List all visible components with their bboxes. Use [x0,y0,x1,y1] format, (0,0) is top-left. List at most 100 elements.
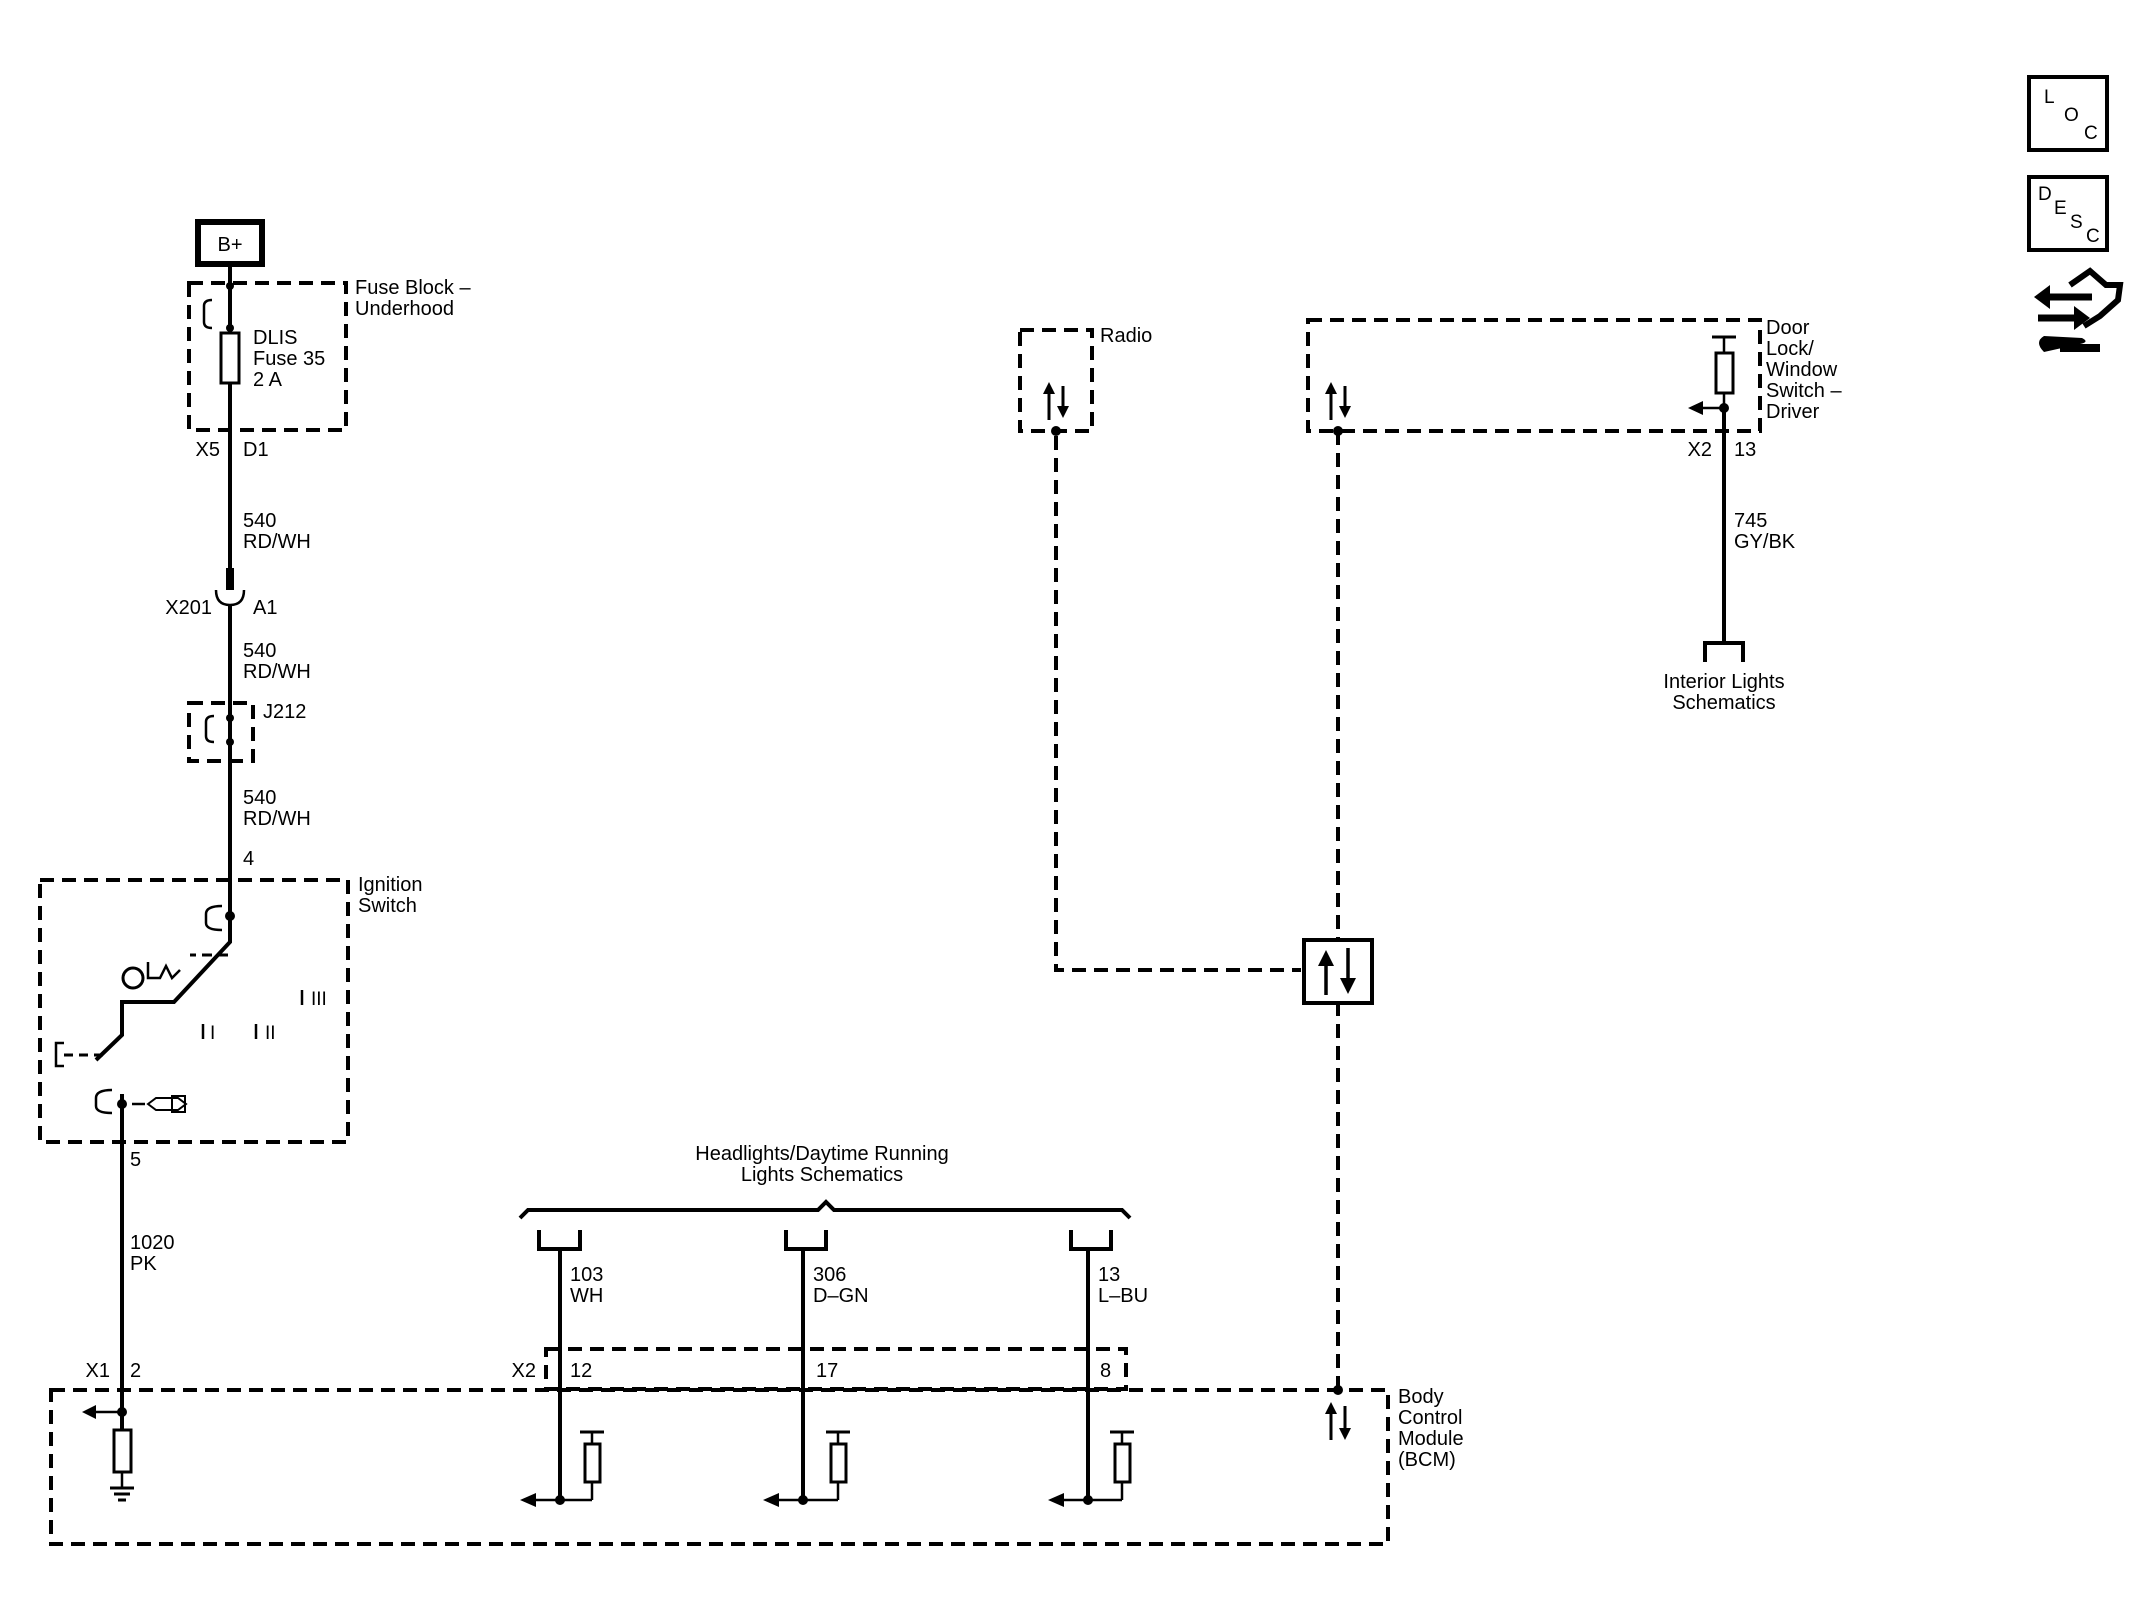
bcm-title-3: Module [1398,1428,1464,1450]
desc-letter-1: D [2038,184,2052,205]
desc-letter-4: C [2086,226,2100,247]
bcm-x1-connector: X1 [86,1360,110,1382]
door-switch-pin: 13 [1734,439,1756,461]
description-button[interactable]: D E S C [2027,175,2109,252]
power-source: B+ [195,219,265,267]
resistor-icon [1113,1442,1132,1484]
arrow-left-icon [520,1493,536,1507]
fuse-block: Fuse Block – Underhood DLIS Fuse 35 2 A … [187,264,471,461]
position-label-1: I [210,1023,215,1044]
ignition-switch: Ignition Switch I II III [38,874,423,1171]
door-lock-window-switch: Door Lock/ Window Switch – Driver X2 13 [1306,317,1842,461]
bcm-x2-pin-12: 12 [570,1360,592,1382]
wire-540-b: 540 RD/WH [228,606,311,880]
wire-306-circuit: 306 [813,1264,846,1286]
wire-13-color: L–BU [1098,1285,1148,1307]
resistor-icon [829,1442,848,1484]
location-button[interactable]: L O C [2027,75,2109,152]
fuse-block-title-2: Underhood [355,298,454,320]
bcm-title-1: Body [1398,1386,1444,1408]
door-switch-title-4: Switch – [1766,380,1842,402]
fuse-block-pin: D1 [243,439,269,461]
bcm-ignition-input [82,1405,134,1502]
radio-label: Radio [1100,325,1152,347]
connector-arrows-button[interactable] [2034,267,2124,352]
fuse-block-connector: X5 [196,439,220,461]
headlights-reference: Headlights/Daytime Running Lights Schema… [518,1143,1132,1251]
wire-103-circuit: 103 [570,1264,603,1286]
lock-cylinder-icon [121,962,181,990]
headlights-ref-title-1: Headlights/Daytime Running [695,1143,948,1165]
desc-letter-3: S [2070,212,2083,233]
x201-connector-label: X201 [165,597,212,619]
serial-data-gateway [1302,938,1374,1005]
connector-arrows-icon [2034,267,2124,352]
door-switch-title-2: Lock/ [1766,338,1814,360]
power-source-label: B+ [217,234,242,256]
wire-745-circuit: 745 [1734,510,1767,532]
bcm-x2-pin-8: 8 [1100,1360,1111,1382]
fuse-block-title-1: Fuse Block – [355,277,471,299]
headlight-wire-306: 306 D–GN [801,1249,869,1500]
loc-letter-1: L [2044,87,2055,108]
wire-540-c: 540 RD/WH 4 [243,787,311,870]
wire-540-b-circuit: 540 [243,640,276,662]
bcm-x1-pin: 2 [130,1360,141,1382]
loc-letter-3: C [2084,123,2098,144]
arrow-left-icon [82,1405,96,1419]
gateway-data-arrows-icon [1318,948,1356,995]
headlight-wire-13: 13 L–BU [1086,1249,1148,1500]
radio-data-arrows-icon [1043,382,1069,420]
splice-label: J212 [263,701,306,723]
position-label-2: II [265,1023,276,1044]
bcm-headlight-input-2 [763,1430,850,1507]
radio-module: Radio [1018,325,1152,436]
door-switch-title-3: Window [1766,359,1838,381]
resistor-icon [112,1428,133,1474]
wire-540-a: 540 RD/WH [226,430,311,590]
key-icon [132,1095,188,1113]
bcm-title-2: Control [1398,1407,1462,1429]
headlights-ref-title-2: Lights Schematics [741,1164,903,1186]
inline-connector-x201: X201 A1 [165,589,277,619]
ignition-title-1: Ignition [358,874,423,896]
ignition-title-2: Switch [358,895,417,917]
loc-letter-2: O [2064,105,2079,126]
bcm-x2-pin-17: 17 [816,1360,838,1382]
door-switch-title-5: Driver [1766,401,1820,423]
serial-data-bus [1054,426,1374,1395]
wire-306-color: D–GN [813,1285,869,1307]
bcm-headlight-input-1 [520,1430,604,1507]
x201-pin-label: A1 [253,597,277,619]
position-marks: I II III [201,989,327,1044]
headlight-wire-103: 103 WH [558,1249,603,1500]
wire-540-a-color: RD/WH [243,531,311,553]
fuse-icon [219,331,241,385]
ground-icon [110,1486,134,1502]
door-switch-title-1: Door [1766,317,1810,339]
arrow-left-icon [1048,1493,1064,1507]
fuse-name-1: DLIS [253,327,297,349]
wire-540-a-circuit: 540 [243,510,276,532]
wire-540-c-color: RD/WH [243,808,311,830]
wire-540-c-circuit: 540 [243,787,276,809]
body-control-module: Body Control Module (BCM) X1 2 X2 12 17 … [49,1347,1464,1546]
ignition-pin-in: 4 [243,848,254,870]
wire-1020: 1020 PK [120,1142,175,1432]
wire-540-b-color: RD/WH [243,661,311,683]
wire-745: 745 GY/BK [1722,408,1796,643]
bcm-headlight-input-3 [1048,1430,1134,1507]
arrow-left-icon [1688,401,1703,415]
resistor-icon [583,1442,602,1484]
bcm-title-4: (BCM) [1398,1449,1456,1471]
desc-letter-2: E [2054,198,2067,219]
interior-lights-title-2: Schematics [1672,692,1775,714]
door-switch-data-arrows-icon [1325,382,1351,420]
position-label-3: III [311,989,327,1010]
bcm-data-arrows-icon [1325,1402,1351,1440]
interior-lights-title-1: Interior Lights [1663,671,1784,693]
fuse-rating: 2 A [253,369,283,391]
interior-lights-reference: Interior Lights Schematics [1663,641,1785,714]
splice-j212: J212 [187,701,306,763]
